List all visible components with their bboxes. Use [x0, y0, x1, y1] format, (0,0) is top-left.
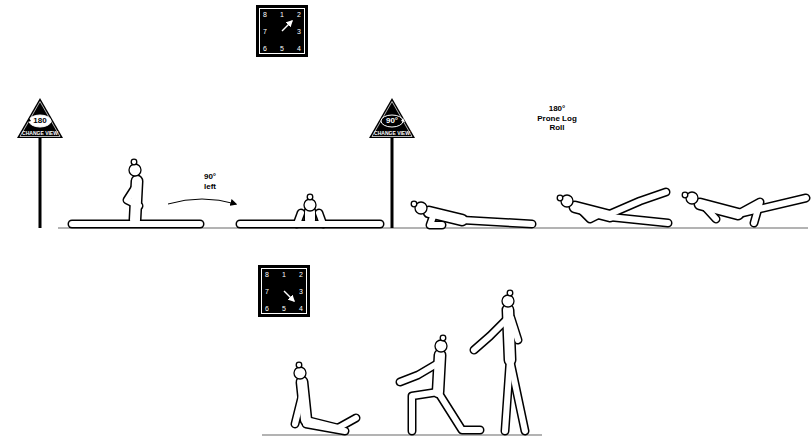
rotation-ellipse — [381, 115, 403, 127]
clock-number: 6 — [265, 305, 269, 312]
clock-number: 8 — [265, 271, 269, 278]
clock-hand — [282, 21, 292, 31]
sign-triangle — [17, 98, 63, 138]
gymnast-torso — [135, 181, 738, 420]
facing-clock: 8 1 2 7 3 6 5 4 — [256, 5, 308, 57]
rotation-arrowhead — [27, 118, 31, 122]
sign-caption: CHANGE VIEW — [22, 131, 58, 136]
clock-number: 7 — [263, 28, 267, 35]
clock-number: 5 — [282, 305, 286, 312]
clock-number: 4 — [299, 305, 303, 312]
clock-number: 7 — [265, 288, 269, 295]
clock-number: 6 — [263, 45, 267, 52]
rotation-ellipse — [29, 115, 51, 127]
clock-number: 3 — [297, 28, 301, 35]
clock-number: 1 — [280, 11, 284, 18]
rotation-degrees: 180 — [33, 117, 46, 125]
sign-border — [20, 102, 60, 137]
gymnast-heads — [129, 159, 698, 379]
sign-triangle — [369, 98, 415, 138]
rotation-degrees: 90° — [386, 117, 398, 125]
floor-line — [262, 434, 542, 436]
skill-label: 180° Prone Log Roll — [537, 104, 577, 133]
sign-pole — [391, 136, 394, 228]
clock-number: 2 — [297, 11, 301, 18]
sign-border — [372, 102, 412, 137]
clock-number: 8 — [263, 11, 267, 18]
turn-label: 90° left — [198, 172, 222, 191]
clock-hand — [284, 291, 294, 301]
sign-pole — [39, 136, 42, 228]
turn-arrow — [168, 199, 236, 204]
clock-number: 2 — [299, 271, 303, 278]
rotation-arrowhead — [401, 118, 405, 122]
clock-number: 3 — [299, 288, 303, 295]
clock-number: 5 — [280, 45, 284, 52]
change-view-sign: 180CHANGE VIEW — [17, 98, 63, 138]
change-view-sign: 90° CHANGE VIEW — [369, 98, 415, 138]
facing-clock: 8 1 2 7 3 6 5 4 — [258, 265, 310, 317]
clock-number: 1 — [282, 271, 286, 278]
sign-caption: CHANGE VIEW — [374, 131, 410, 136]
clock-number: 4 — [297, 45, 301, 52]
gymnast-torso — [135, 181, 738, 420]
